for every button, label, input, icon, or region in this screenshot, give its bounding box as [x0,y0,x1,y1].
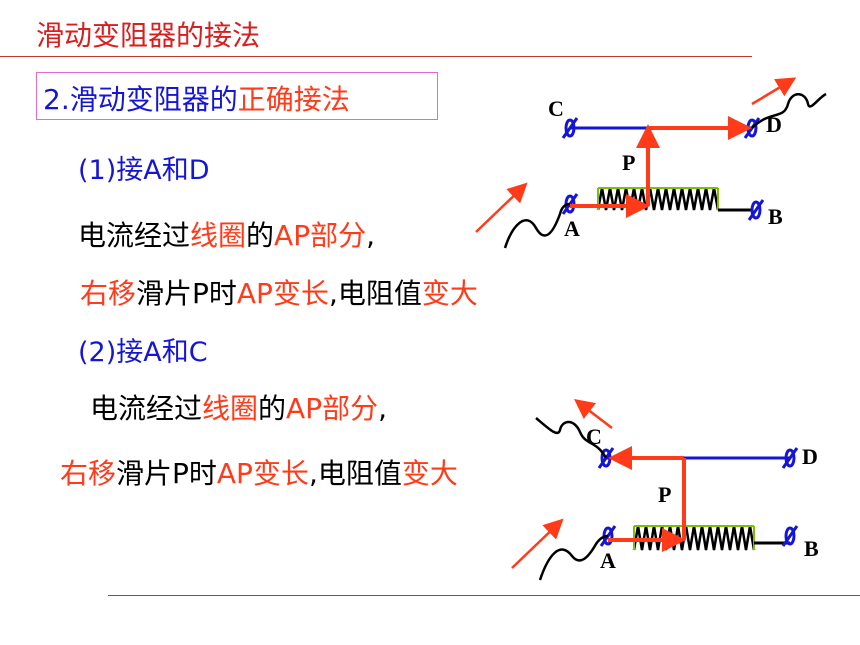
d1-wire-a [503,202,571,249]
case2-l1-p3: 的 [258,392,287,425]
d1-label-d: D [766,112,782,137]
d1-label-a: A [564,216,580,241]
d2-label-p: P [658,482,671,507]
case1-line2: 右移滑片P时AP变长,电阻值变大 [80,272,478,312]
d2-terminals [597,447,799,547]
subtitle-prefix: 2.滑动变阻器的 [43,83,238,116]
case1-l1-p5: , [366,219,375,252]
d1-coil [596,187,752,212]
case1-l2-p1: 右移 [80,277,137,310]
diagram2: C D P A B [511,398,819,581]
case2-line1: 电流经过线圈的AP部分, [90,387,387,427]
title-divider [0,56,752,57]
d2-label-b: B [804,536,819,561]
case1-line1: 电流经过线圈的AP部分, [78,214,375,254]
case1-l1-p3: 的 [246,219,275,252]
case2-line2: 右移滑片P时AP变长,电阻值变大 [60,452,458,492]
case2-l1-p2: 线圈 [202,392,259,425]
subtitle-box: 2.滑动变阻器的正确接法 [36,72,438,120]
case2-heading: (2)接A和C [78,337,208,368]
case1-l2-p2: 滑片P时 [136,277,237,310]
case1-l1-p2: 线圈 [190,219,247,252]
d2-label-c: C [586,424,602,449]
case1-l1-p4: AP部分 [274,219,367,252]
case1-l2-p3: AP变长 [236,277,329,310]
case2-l1-p5: , [378,392,387,425]
footer-divider [108,595,860,596]
case1-l1-p1: 电流经过 [78,219,191,252]
d1-wire-d [751,92,827,129]
case2-l2-p5: 变大 [401,457,458,490]
case2-l2-p1: 右移 [60,457,117,490]
d2-label-a: A [600,548,616,573]
d1-label-c: C [548,96,564,121]
diagram1: C D P A B [475,77,827,249]
subtitle-emphasis: 正确接法 [237,83,350,116]
d1-arrow-out [751,77,797,106]
case1-heading: (1)接A和D [78,155,210,186]
page-title: 滑动变阻器的接法 [36,19,261,52]
case1-l2-p5: 变大 [421,277,478,310]
d1-arrow-in [475,182,528,233]
case2-l2-p4: ,电阻值 [308,457,402,490]
case2-l1-p4: AP部分 [286,392,379,425]
d2-wire-a [538,534,609,581]
d1-label-b: B [768,204,783,229]
case1-l2-p4: ,电阻值 [328,277,422,310]
d2-arrow-in [511,518,564,569]
case2-l2-p2: 滑片P时 [116,457,217,490]
d1-label-p: P [622,150,635,175]
d2-wire-c [535,417,608,459]
d2-arrow-out [574,398,613,429]
case2-l2-p3: AP变长 [216,457,309,490]
case2-l1-p1: 电流经过 [90,392,203,425]
d2-label-d: D [802,444,818,469]
